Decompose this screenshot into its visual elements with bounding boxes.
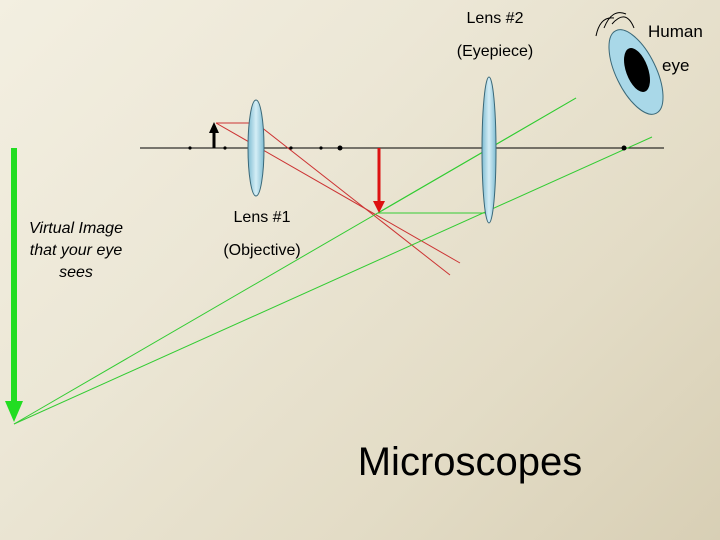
human-eye-label-line1: Human	[648, 22, 703, 41]
slide-title: Microscopes	[357, 440, 583, 484]
focal-dot	[223, 146, 227, 150]
focal-dot	[188, 146, 192, 150]
real-image-arrow-head	[373, 201, 385, 213]
human-eye-label-line2: eye	[662, 56, 690, 75]
objective-lens	[247, 99, 265, 197]
eyepiece-lens-title: Lens #2	[466, 10, 524, 27]
focal-dot	[621, 145, 627, 151]
eyepiece-ray-4	[13, 136, 653, 425]
objective-lens-title: Lens #1	[233, 209, 291, 226]
objective-ray-3	[255, 122, 451, 276]
eyepiece-lens	[481, 76, 497, 224]
objective-lens-subtitle: (Objective)	[223, 242, 301, 259]
object-arrow-head	[209, 122, 219, 133]
virtual-image-caption: Virtual Image that your eye sees	[29, 220, 123, 281]
virtual-image-arrow-head	[5, 401, 23, 422]
human-eye-icon	[595, 12, 664, 115]
focal-dot	[289, 146, 293, 150]
focal-dot	[319, 146, 323, 150]
focal-dot	[337, 145, 343, 151]
eyepiece-lens-subtitle: (Eyepiece)	[456, 43, 534, 60]
